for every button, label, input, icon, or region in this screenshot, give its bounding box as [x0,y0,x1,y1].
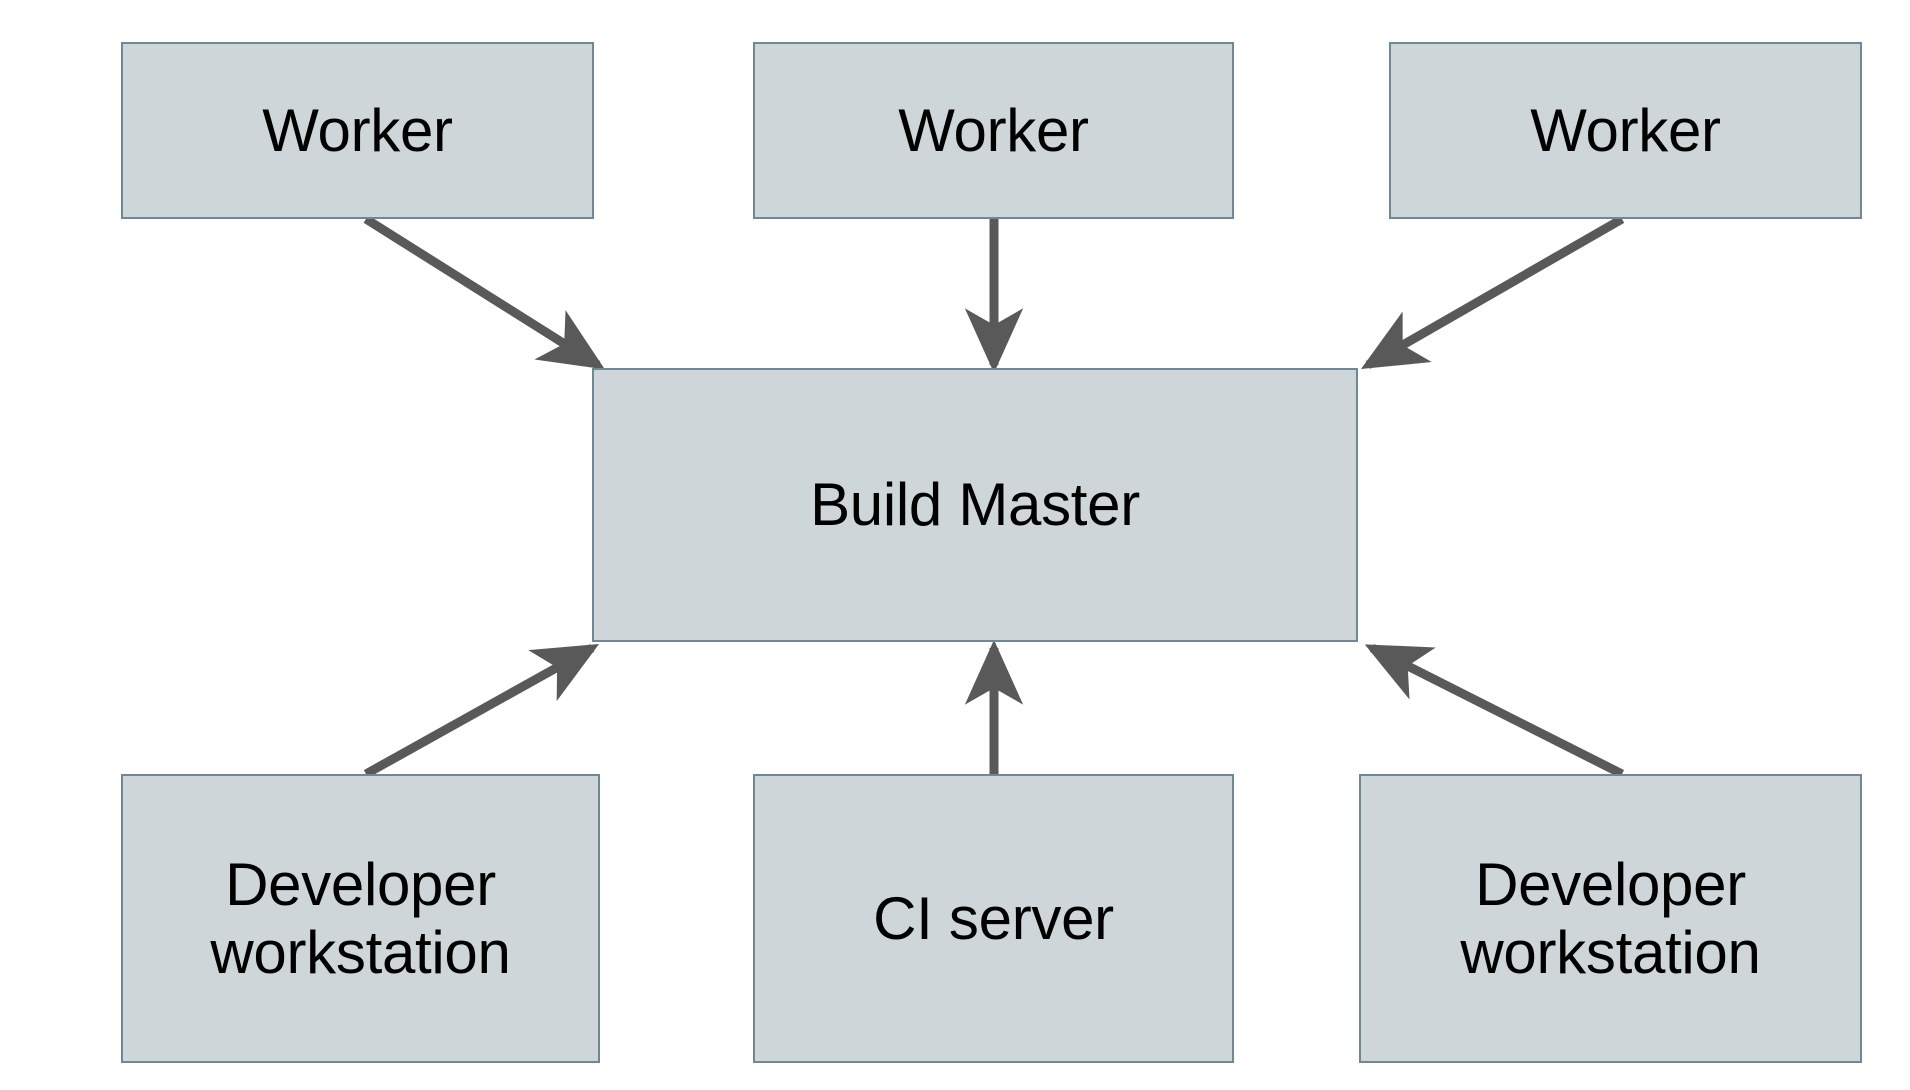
node-build-master-label: Build Master [810,471,1140,539]
node-worker-1-label: Worker [262,96,453,164]
node-worker-3-label: Worker [1530,96,1721,164]
node-worker-3[interactable]: Worker [1389,42,1862,219]
node-dev-workstation-left[interactable]: Developer workstation [121,774,600,1063]
node-dev-workstation-right[interactable]: Developer workstation [1359,774,1862,1063]
node-dev-workstation-right-label: Developer workstation [1460,850,1761,986]
node-build-master[interactable]: Build Master [592,368,1358,642]
edge-devleft-to-master [363,644,600,778]
node-ci-server-label: CI server [873,884,1114,952]
node-ci-server[interactable]: CI server [753,774,1234,1063]
edge-devright-to-master [1364,643,1625,779]
node-worker-2[interactable]: Worker [753,42,1234,219]
edge-worker1-to-master [363,215,605,370]
node-worker-2-label: Worker [898,96,1089,164]
node-worker-1[interactable]: Worker [121,42,594,219]
node-dev-workstation-left-label: Developer workstation [210,850,511,986]
edge-worker3-to-master [1360,215,1625,370]
